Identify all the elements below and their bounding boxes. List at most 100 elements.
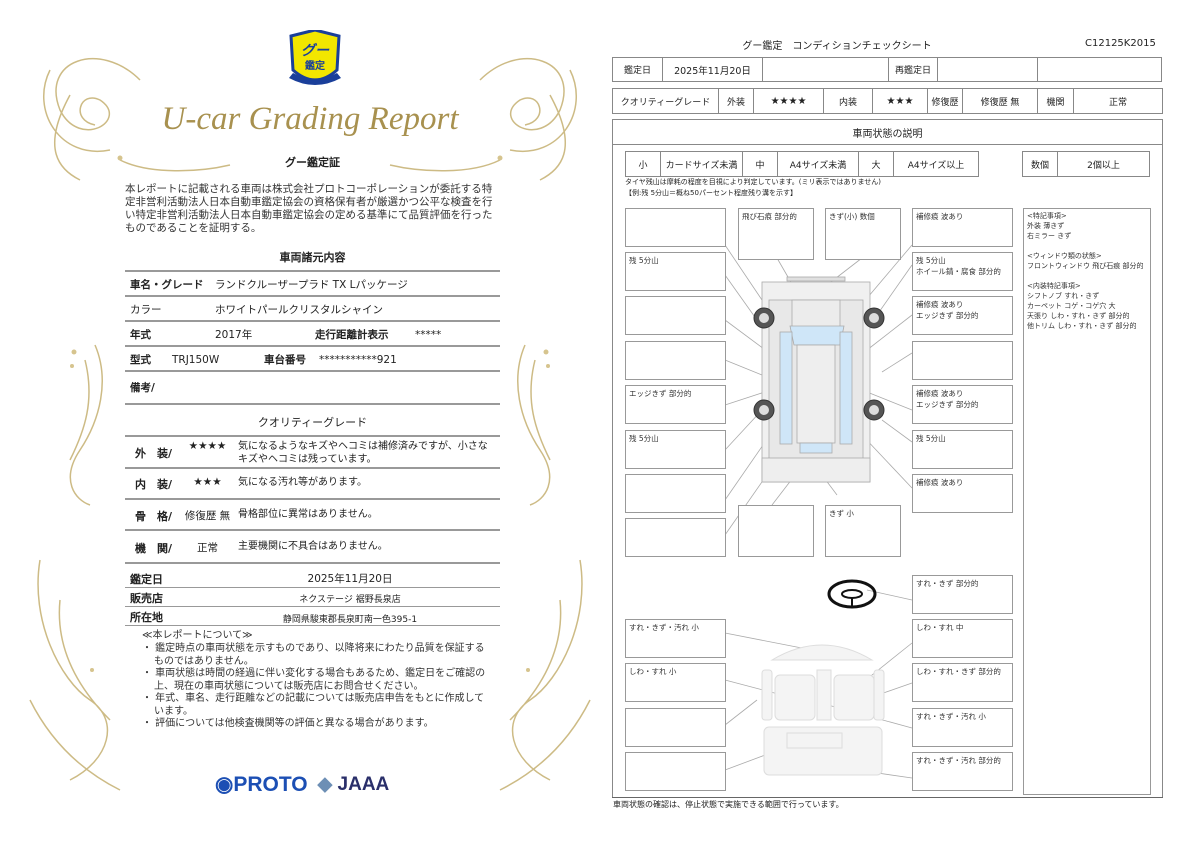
specs-title: 車両諸元内容 bbox=[279, 251, 346, 264]
sheet-code: C12125K2015 bbox=[1085, 38, 1156, 49]
exterior-callout-box: 残 5分山 bbox=[625, 252, 726, 291]
divider bbox=[125, 625, 500, 626]
grade-cell-repair-label: 修復歴 bbox=[927, 88, 963, 114]
exterior-callout-box bbox=[912, 341, 1013, 380]
interior-callout-box: すれ・きず・汚れ 部分的 bbox=[912, 752, 1013, 791]
exterior-callout-box: 飛び石痕 部分的 bbox=[738, 208, 814, 260]
grade-cell-ext: ★★★★ bbox=[753, 88, 824, 114]
exterior-callout-box: エッジきず 部分的 bbox=[625, 385, 726, 424]
divider bbox=[125, 529, 500, 531]
year: 2017年 bbox=[215, 329, 253, 341]
chassis-label: 車台番号 bbox=[264, 354, 306, 366]
sheet-footer: 車両状態の確認は、停止状態で実施できる範囲で行っています。 bbox=[613, 800, 844, 809]
vehicle-diagram bbox=[724, 244, 913, 779]
proto-logo: ◉PROTO bbox=[215, 773, 308, 796]
car-name: ランドクルーザープラド TX Lパッケージ bbox=[215, 279, 408, 291]
chassis: ***********921 bbox=[319, 353, 397, 366]
grade-cell-int: ★★★ bbox=[872, 88, 928, 114]
footer-logos: ◉PROTO ◆ JAAA bbox=[215, 772, 389, 797]
legend-cell: 小 bbox=[625, 151, 661, 177]
exterior-callout-box: きず 小 bbox=[825, 505, 901, 557]
interior-callout-box: すれ・きず・汚れ 小 bbox=[625, 619, 726, 658]
interior-callout-box bbox=[625, 752, 726, 791]
empty-cell bbox=[762, 57, 889, 82]
model: TRJ150W bbox=[172, 353, 220, 366]
steering-wheel-icon bbox=[827, 579, 877, 609]
grade-title: クオリティーグレード bbox=[257, 416, 368, 429]
date-label: 鑑定日 bbox=[130, 573, 163, 586]
interior-callout-box: しわ・すれ 中 bbox=[912, 619, 1013, 658]
redate-value bbox=[937, 57, 1038, 82]
shop: ネクステージ 裾野長泉店 bbox=[299, 595, 401, 605]
exterior-callout-box: きず(小) 数個 bbox=[825, 208, 901, 260]
note-item: ・ 鑑定時点の車両状態を示すものであり、以降将来にわたり品質を保証するものではあ… bbox=[142, 643, 485, 667]
divider bbox=[125, 345, 500, 347]
svg-text:鑑定: 鑑定 bbox=[305, 59, 325, 72]
year-label: 年式 bbox=[130, 329, 151, 341]
gold-ornament-frame bbox=[29, 57, 591, 791]
legend-cell: A4サイズ未満 bbox=[777, 151, 859, 177]
grade-desc: 主要機関に不具合はありません。 bbox=[238, 541, 388, 552]
section-title: 車両状態の説明 bbox=[612, 119, 1163, 145]
svg-text:グー: グー bbox=[301, 42, 330, 59]
interior-callout-box: すれ・きず・汚れ 小 bbox=[912, 708, 1013, 747]
legend-cell: 数個 bbox=[1022, 151, 1058, 177]
empty-cell bbox=[1037, 57, 1162, 82]
note-item: ・ 車両状態は時間の経過に伴い変化する場合もあるため、鑑定日をご確認の上、現在の… bbox=[142, 668, 486, 692]
exterior-callout-box bbox=[625, 296, 726, 335]
odo: ***** bbox=[415, 328, 442, 341]
divider bbox=[125, 270, 500, 272]
date-label: 鑑定日 bbox=[612, 57, 663, 82]
divider bbox=[125, 403, 500, 405]
car-color: ホワイトパールクリスタルシャイン bbox=[215, 304, 383, 316]
divider bbox=[125, 606, 500, 607]
note-item: ・ 年式、車名、走行距離などの記載については販売店申告をもとに作成しています。 bbox=[142, 693, 485, 717]
divider bbox=[612, 797, 1163, 798]
grade-cell-repair: 修復歴 無 bbox=[962, 88, 1038, 114]
cert-title: グー鑑定証 bbox=[285, 156, 340, 169]
special-notes-box: <特記事項> 外装 薄きず 右ミラー きず <ウィンドウ類の状態> フロントウィ… bbox=[1023, 208, 1151, 795]
exterior-callout-box: 残 5分山 ホイール錆・腐食 部分的 bbox=[912, 252, 1013, 291]
exterior-callout-box bbox=[625, 341, 726, 380]
grade-cell-engine-label: 機関 bbox=[1037, 88, 1074, 114]
interior-callout-box bbox=[625, 708, 726, 747]
divider bbox=[125, 320, 500, 322]
interior-callout-box: しわ・すれ・きず 部分的 bbox=[912, 663, 1013, 702]
grade-label: 外 装/ bbox=[135, 447, 173, 460]
addr-label: 所在地 bbox=[130, 611, 163, 624]
grade-desc: 骨格部位に異常はありません。 bbox=[238, 509, 378, 520]
exterior-callout-box bbox=[625, 208, 726, 247]
color-label: カラー bbox=[130, 304, 162, 316]
divider bbox=[125, 295, 500, 297]
appraisal-date: 2025年11月20日 bbox=[662, 57, 763, 82]
name-label: 車名・グレード bbox=[130, 279, 204, 291]
grade-value: 修復歴 無 bbox=[184, 510, 231, 522]
grade-desc: 気になる汚れ等があります。 bbox=[238, 477, 367, 488]
grade-cell-engine: 正常 bbox=[1073, 88, 1163, 114]
tire-example: 【例:残 5分山＝概ね50パーセント程度残り溝を示す】 bbox=[625, 189, 797, 197]
divider bbox=[125, 587, 500, 588]
model-label: 型式 bbox=[130, 354, 151, 366]
notes-title: ≪本レポートについて≫ bbox=[142, 630, 253, 641]
grade-label: 骨 格/ bbox=[135, 510, 173, 523]
gu-kantei-logo: グー鑑定 bbox=[287, 28, 343, 92]
grade-cell-int-label: 内装 bbox=[823, 88, 873, 114]
report-title: U-car Grading Report bbox=[161, 101, 459, 137]
grade-cell-grade-label: クオリティーグレード bbox=[612, 88, 719, 114]
divider bbox=[125, 467, 500, 469]
cert-text: 本レポートに記載される車両は株式会社プロトコーポレーションが委託する特定非営利活… bbox=[125, 183, 493, 234]
exterior-callout-box: 補修痕 波あり エッジきず 部分的 bbox=[912, 296, 1013, 335]
exterior-callout-box: 残 5分山 bbox=[912, 430, 1013, 469]
grade-label: 内 装/ bbox=[135, 478, 173, 491]
interior-callout-box: すれ・きず 部分的 bbox=[912, 575, 1013, 614]
jaaa-logo: ◆ JAAA bbox=[317, 774, 390, 795]
grade-value: 正常 bbox=[197, 542, 218, 554]
legend-cell: カードサイズ未満 bbox=[660, 151, 743, 177]
legend-cell: 中 bbox=[742, 151, 778, 177]
odo-label: 走行距離計表示 bbox=[315, 329, 389, 341]
legend-cell: 大 bbox=[858, 151, 894, 177]
exterior-callout-box bbox=[738, 505, 814, 557]
exterior-callout-box bbox=[625, 474, 726, 513]
exterior-callout-box bbox=[625, 518, 726, 557]
grade-cell-ext-label: 外装 bbox=[718, 88, 754, 114]
